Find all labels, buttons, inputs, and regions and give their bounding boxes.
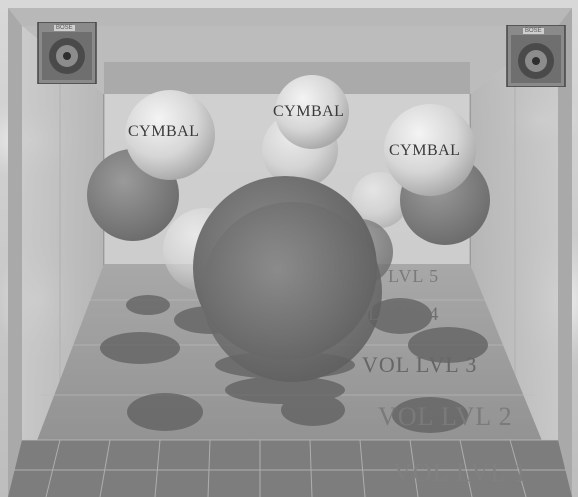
left-speaker-brand: BOSE [54, 25, 75, 31]
volume-level-4[interactable]: L LVL 4 [368, 304, 439, 326]
volume-level-1[interactable]: VOL LVL 1 [393, 458, 528, 488]
volume-level-3[interactable]: VOL LVL 3 [362, 352, 477, 378]
cymbal-right-label[interactable]: CYMBAL [389, 142, 460, 160]
volume-level-5[interactable]: LVL 5 [388, 266, 439, 287]
right-speaker-icon: BOSE [505, 25, 567, 87]
volume-level-2[interactable]: VOL LVL 2 [378, 402, 513, 432]
right-speaker-brand: BOSE [523, 28, 544, 34]
cymbal-center-label[interactable]: CYMBAL [273, 103, 344, 121]
left-speaker-icon: BOSE [36, 22, 98, 84]
cymbal-left-label[interactable]: CYMBAL [128, 123, 199, 141]
